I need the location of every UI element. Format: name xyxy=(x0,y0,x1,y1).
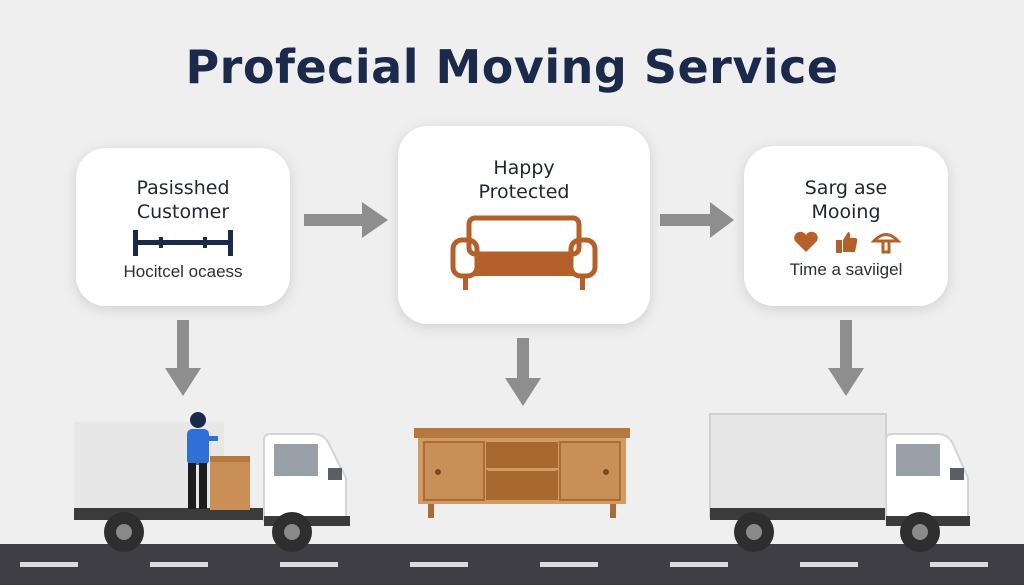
step-card-line1: Pasisshed xyxy=(136,177,230,199)
road-marking xyxy=(410,562,468,567)
road-marking xyxy=(150,562,208,567)
road-marking xyxy=(670,562,728,567)
road-marking xyxy=(930,562,988,567)
down-arrow-icon xyxy=(165,320,201,396)
step-card-heading: Happy Protected xyxy=(398,156,650,204)
mushroom-icon xyxy=(871,233,902,254)
road-marking xyxy=(280,562,338,567)
step-card-subtitle: Hocitcel ocaess xyxy=(123,262,243,281)
right-arrow-icon xyxy=(304,202,388,238)
step-card-moving: Sarg ase Mooing Time a saviigel xyxy=(744,146,948,306)
flatbed-truck-icon xyxy=(74,412,350,552)
step-card-customer: Pasisshed Customer Hocitcel ocaess xyxy=(76,148,290,306)
road-marking xyxy=(540,562,598,567)
step-card-heading: Sarg ase Mooing xyxy=(744,176,948,224)
step-card-heading: Pasisshed Customer xyxy=(76,176,290,224)
step-card-line2: Mooing xyxy=(811,201,881,223)
thumbs-up-icon xyxy=(836,232,858,253)
reaction-icons xyxy=(744,230,948,254)
step-card-line1: Sarg ase xyxy=(804,177,888,199)
box-truck-icon xyxy=(709,413,970,552)
down-arrow-icon xyxy=(828,320,864,396)
sofa-icon xyxy=(450,215,598,290)
step-card-line2: Customer xyxy=(136,201,230,223)
cabinet-icon xyxy=(414,428,630,518)
barrier-icon xyxy=(133,230,233,256)
step-card-protected: Happy Protected xyxy=(398,126,650,324)
right-arrow-icon xyxy=(660,202,734,238)
heart-icon xyxy=(793,231,818,252)
road-marking xyxy=(800,562,858,567)
step-card-line2: Protected xyxy=(478,181,570,203)
road-marking xyxy=(20,562,78,567)
page-title: Profecial Moving Service xyxy=(185,40,839,94)
step-card-line1: Happy xyxy=(493,157,555,179)
down-arrow-icon xyxy=(505,338,541,406)
step-card-subtitle: Time a saviigel xyxy=(789,260,903,279)
